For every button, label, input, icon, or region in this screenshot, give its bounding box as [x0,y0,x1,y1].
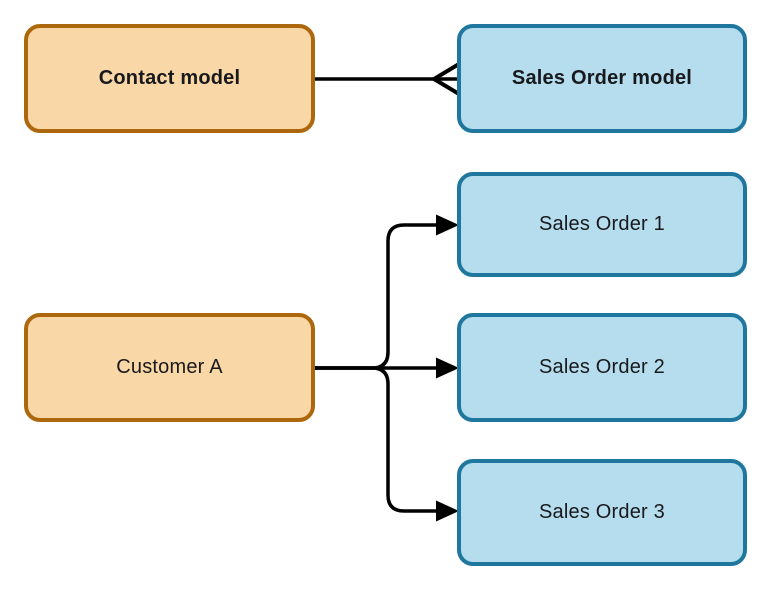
arrowhead-icon [436,357,459,379]
node-label: Sales Order model [511,67,693,89]
arrowhead-icon [436,214,459,236]
edge-line [315,223,438,370]
edge-line [315,366,438,513]
arrowhead-icon [436,500,459,522]
node-sales-order-3: Sales Order 3 [457,459,747,566]
edge-customer-to-so3 [315,366,459,522]
node-customer-a: Customer A [24,313,315,422]
node-contact-model: Contact model [24,24,315,133]
crows-foot-icon [430,62,461,96]
node-label: Customer A [116,356,223,378]
node-sales-order-2: Sales Order 2 [457,313,747,422]
edge-customer-to-so1 [315,214,459,370]
node-label: Sales Order 2 [539,356,665,378]
node-sales-order-model: Sales Order model [457,24,747,133]
node-label: Sales Order 3 [539,501,665,523]
node-label: Sales Order 1 [539,213,665,235]
node-sales-order-1: Sales Order 1 [457,172,747,277]
node-label: Contact model [98,67,241,89]
edge-contact-to-salesordermodel [315,62,461,96]
